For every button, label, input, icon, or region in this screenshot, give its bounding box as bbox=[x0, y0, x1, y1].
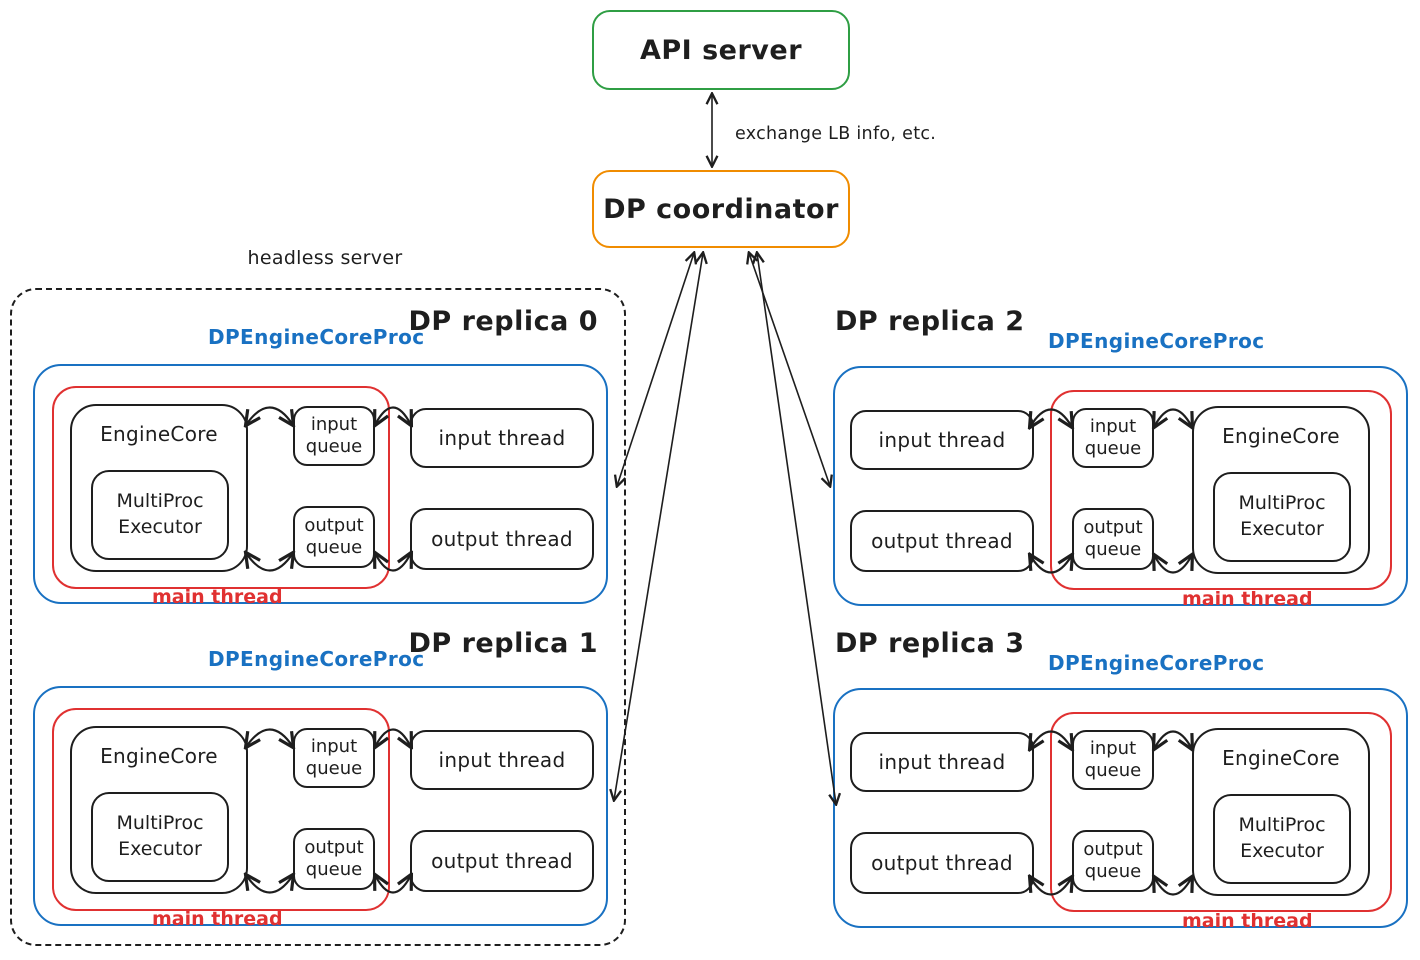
replica-3-multiproc-executor-box: MultiProc Executor bbox=[1213, 794, 1351, 884]
api-server-box: API server bbox=[592, 10, 850, 90]
replica-2-output-thread-box: output thread bbox=[850, 510, 1034, 572]
input-queue-label: input queue bbox=[305, 735, 363, 780]
input-thread-label: input thread bbox=[878, 428, 1006, 452]
engine-core-label: EngineCore bbox=[1222, 424, 1340, 448]
replica-3-proc-label: DPEngineCoreProc bbox=[1048, 651, 1265, 675]
main-thread-label: main thread bbox=[1182, 588, 1313, 610]
input-thread-label: input thread bbox=[438, 748, 566, 772]
replica-2-title: DP replica 2 bbox=[835, 306, 1025, 337]
arrow-coordinator-replica-0 bbox=[617, 253, 694, 486]
arrow-coordinator-replica-3 bbox=[757, 253, 836, 804]
output-queue-label: output queue bbox=[304, 514, 364, 559]
replica-3-engine-core-box: EngineCore MultiProc Executor bbox=[1192, 728, 1370, 896]
arrow-coordinator-replica-1 bbox=[614, 253, 703, 800]
main-thread-label: main thread bbox=[152, 586, 283, 608]
output-queue-label: output queue bbox=[1083, 516, 1143, 561]
input-queue-label: input queue bbox=[1084, 737, 1142, 782]
multiproc-executor-label: MultiProc Executor bbox=[116, 812, 204, 860]
replica-3-input-thread-box: input thread bbox=[850, 732, 1034, 792]
multiproc-executor-label: MultiProc Executor bbox=[116, 490, 204, 538]
replica-1-main-thread-box bbox=[52, 708, 390, 911]
engine-core-label: EngineCore bbox=[100, 422, 218, 446]
replica-2-main-thread-box bbox=[1050, 390, 1392, 590]
replica-0-output-thread-box: output thread bbox=[410, 508, 594, 570]
replica-3-title: DP replica 3 bbox=[835, 628, 1025, 659]
multiproc-executor-label: MultiProc Executor bbox=[1238, 492, 1326, 540]
replica-0-engine-core-box: EngineCore MultiProc Executor bbox=[70, 404, 248, 572]
replica-0-input-queue-box: input queue bbox=[293, 406, 375, 466]
replica-1-input-queue-box: input queue bbox=[293, 728, 375, 788]
replica-1-proc-box: EngineCore MultiProc Executor input queu… bbox=[33, 686, 608, 930]
replica-0-main-thread-box bbox=[52, 386, 390, 589]
engine-core-label: EngineCore bbox=[100, 744, 218, 768]
arrow-coordinator-replica-2 bbox=[749, 253, 830, 486]
dp-coordinator-label: DP coordinator bbox=[603, 193, 839, 225]
output-thread-label: output thread bbox=[431, 527, 573, 551]
api-server-label: API server bbox=[639, 34, 803, 66]
input-thread-label: input thread bbox=[878, 750, 1006, 774]
main-thread-label: main thread bbox=[152, 908, 283, 930]
output-queue-label: output queue bbox=[1083, 838, 1143, 883]
output-thread-label: output thread bbox=[871, 529, 1013, 553]
replica-2-input-queue-box: input queue bbox=[1072, 408, 1154, 468]
main-thread-label: main thread bbox=[1182, 910, 1313, 932]
replica-0-output-queue-box: output queue bbox=[293, 506, 375, 568]
replica-3-main-thread-box bbox=[1050, 712, 1392, 912]
replica-2-proc-label: DPEngineCoreProc bbox=[1048, 329, 1265, 353]
replica-1-multiproc-executor-box: MultiProc Executor bbox=[91, 792, 229, 882]
exchange-lb-info-label: exchange LB info, etc. bbox=[735, 124, 937, 144]
dp-replica-1: DP replica 1 DPEngineCoreProc EngineCore… bbox=[33, 626, 608, 930]
output-thread-label: output thread bbox=[871, 851, 1013, 875]
dp-replica-2: DP replica 2 DPEngineCoreProc input thre… bbox=[833, 306, 1408, 610]
dp-coordinator-box: DP coordinator bbox=[592, 170, 850, 248]
replica-3-output-thread-box: output thread bbox=[850, 832, 1034, 894]
replica-1-output-thread-box: output thread bbox=[410, 830, 594, 892]
headless-server-label: headless server bbox=[247, 247, 403, 269]
replica-0-title: DP replica 0 bbox=[408, 306, 598, 337]
replica-3-input-queue-box: input queue bbox=[1072, 730, 1154, 790]
replica-2-multiproc-executor-box: MultiProc Executor bbox=[1213, 472, 1351, 562]
replica-0-multiproc-executor-box: MultiProc Executor bbox=[91, 470, 229, 560]
replica-2-engine-core-box: EngineCore MultiProc Executor bbox=[1192, 406, 1370, 574]
replica-0-proc-label: DPEngineCoreProc bbox=[208, 325, 425, 349]
output-queue-label: output queue bbox=[304, 836, 364, 881]
replica-0-proc-box: EngineCore MultiProc Executor input queu… bbox=[33, 364, 608, 608]
replica-1-proc-label: DPEngineCoreProc bbox=[208, 647, 425, 671]
output-thread-label: output thread bbox=[431, 849, 573, 873]
replica-1-title: DP replica 1 bbox=[408, 628, 598, 659]
dp-replica-0: DP replica 0 DPEngineCoreProc EngineCore… bbox=[33, 304, 608, 608]
input-queue-label: input queue bbox=[305, 413, 363, 458]
replica-3-proc-box: input thread output thread input queue o… bbox=[833, 688, 1408, 932]
dp-replica-3: DP replica 3 DPEngineCoreProc input thre… bbox=[833, 628, 1408, 932]
replica-3-output-queue-box: output queue bbox=[1072, 830, 1154, 892]
replica-1-input-thread-box: input thread bbox=[410, 730, 594, 790]
multiproc-executor-label: MultiProc Executor bbox=[1238, 814, 1326, 862]
engine-core-label: EngineCore bbox=[1222, 746, 1340, 770]
replica-1-output-queue-box: output queue bbox=[293, 828, 375, 890]
replica-2-output-queue-box: output queue bbox=[1072, 508, 1154, 570]
replica-2-proc-box: input thread output thread input queue o… bbox=[833, 366, 1408, 610]
replica-0-input-thread-box: input thread bbox=[410, 408, 594, 468]
replica-2-input-thread-box: input thread bbox=[850, 410, 1034, 470]
replica-1-engine-core-box: EngineCore MultiProc Executor bbox=[70, 726, 248, 894]
input-queue-label: input queue bbox=[1084, 415, 1142, 460]
input-thread-label: input thread bbox=[438, 426, 566, 450]
